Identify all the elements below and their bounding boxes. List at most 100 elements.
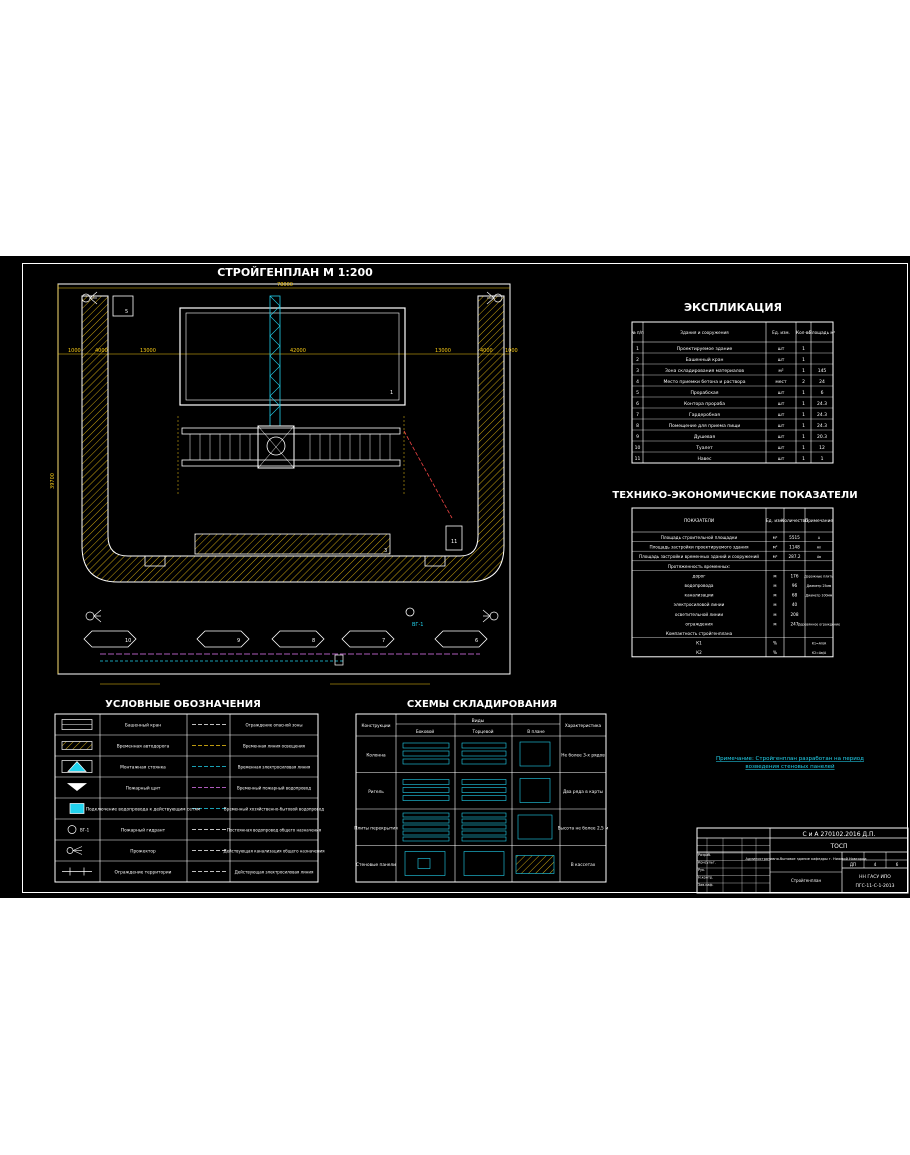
storage-title: СХЕМЫ СКЛАДИРОВАНИЯ [407, 699, 557, 710]
explication-cell: Навес [697, 456, 712, 462]
crane-rail-bottom [181, 459, 401, 467]
dim-left: 39700 [50, 473, 56, 489]
storage-construction: Стеновые панели [356, 862, 396, 868]
explication-cell: шт [778, 391, 785, 396]
explication-cell: 2 [802, 379, 805, 385]
tep-cell: Компактность стройгенплана [666, 631, 733, 636]
dim-total: 78000 [277, 282, 293, 288]
explication-cell: 1 [802, 445, 805, 451]
explication-table [631, 321, 834, 464]
explication-cell: шт [778, 347, 785, 352]
explication-cell: Зона складирования материалов [665, 368, 744, 374]
explication-cell: 1 [802, 423, 805, 429]
building-label-1: 1 [390, 390, 393, 396]
storage-header: В плане [527, 729, 545, 734]
explication-cell: 1 [802, 368, 805, 374]
tep-cell: % [773, 641, 777, 646]
explication-header: Площадь м² [809, 330, 836, 335]
tep-cell: % [773, 650, 777, 655]
tep-cell: 208 [791, 612, 799, 617]
storage-scheme-icon [402, 741, 551, 767]
hydrant-code: ВГ-1 [80, 828, 90, 833]
tep-cell: м [773, 593, 776, 598]
stamp-sheet: 4 [874, 862, 877, 867]
explication-cell: 4 [636, 379, 639, 385]
explication-header: Кол-во [796, 330, 811, 335]
concrete-receipt-2 [424, 555, 446, 567]
stamp-role: Н.контр. [698, 876, 713, 880]
dim-b: 13000 [140, 348, 156, 354]
legend-left-label: Башенный кран [125, 722, 161, 729]
explication-cell: Туалет [695, 445, 713, 451]
explication-cell: 1 [802, 434, 805, 440]
storage-scheme-icon [402, 778, 551, 803]
fire-hydrant-icon [405, 607, 415, 617]
storage-scheme-icon [404, 851, 555, 876]
explication-cell: 24.3 [817, 423, 827, 429]
tep-cell: водопровода [685, 583, 714, 588]
explication-cell: Проектируемое здание [677, 346, 733, 352]
site-fence [57, 283, 511, 675]
tep-title: ТЕХНИКО-ЭКОНОМИЧЕСКИЕ ПОКАЗАТЕЛИ [612, 490, 857, 501]
crane-pivot [266, 436, 286, 456]
legend-right-label: Временная линия освещения [243, 744, 306, 749]
water-connection-icon [69, 803, 85, 814]
crane-reach-line [403, 430, 453, 519]
dim-g: 1000 [505, 348, 518, 354]
explication-cell: Место приемки бетона и раствора [663, 379, 745, 385]
projector-icon [81, 291, 503, 623]
explication-cell: шт [778, 435, 785, 440]
explication-cell: 6 [636, 401, 639, 407]
svg-text:8: 8 [312, 638, 315, 644]
fire-shield-icon [66, 783, 88, 791]
explication-cell: 1 [802, 346, 805, 352]
explication-cell: Контора прораба [684, 401, 725, 407]
tep-cell: м [773, 573, 776, 578]
tep-cell: Ав [817, 555, 821, 559]
legend-left-label: Прожектор [130, 849, 156, 855]
tep-cell: 176 [791, 573, 799, 578]
projected-building-inner [185, 312, 400, 401]
tep-cell: Площадь застройки проектируемого здания [649, 545, 749, 550]
tep-cell: К1=Ап/А [812, 642, 827, 646]
tep-cell: осветительной линии [675, 612, 723, 617]
tep-cell: 40 [792, 602, 798, 607]
tep-cell: 287.2 [789, 554, 801, 559]
explication-cell: Гардеробная [689, 412, 720, 418]
explication-cell: 5 [636, 390, 639, 396]
tep-cell: К2=Ав/А [812, 651, 827, 655]
storage-characteristic: Два ряда в карты [563, 789, 604, 795]
legend-right-label: Действующая электросиловая линия [235, 870, 314, 875]
stamp-role: Разраб. [698, 853, 711, 857]
stamp-sheet-title: Стройгенплан [791, 878, 822, 883]
tep-cell: Площадь застройки временных зданий и соо… [639, 554, 759, 559]
explication-cell: шт [778, 402, 785, 407]
tep-cell: м [773, 612, 776, 617]
stamp-role: Рук. [698, 868, 705, 872]
crane-jib-lattice [269, 295, 281, 417]
temporary-road [81, 295, 505, 583]
explication-cell: м² [778, 369, 783, 374]
tep-cell: Диаметр 25мм [807, 584, 832, 588]
title-block: С и А 270102.2016 Д.П. ТОСП Администрати… [696, 827, 909, 894]
legend-left-label: Пожарный гидрант [121, 827, 166, 834]
crane-sleepers [189, 434, 391, 460]
fence-icon [62, 867, 92, 876]
svg-text:10: 10 [125, 638, 131, 644]
storage-zone-label: 3 [384, 548, 387, 554]
explication-cell: Прорабская [690, 390, 718, 396]
explication-cell: 20.3 [817, 434, 827, 440]
tep-cell: 96 [792, 583, 798, 588]
tep-cell: м² [773, 554, 778, 559]
dim-d: 13000 [435, 348, 451, 354]
stamp-code: С и А 270102.2016 Д.П. [803, 831, 876, 838]
explication-cell: шт [778, 413, 785, 418]
projector-icon [66, 846, 83, 855]
crane-rail-top [181, 427, 401, 435]
road-icon [61, 741, 93, 750]
explication-cell: шт [778, 446, 785, 451]
storage-characteristic: В кассетах [571, 862, 596, 868]
explication-cell: 6 [821, 390, 824, 396]
explication-cell: 24.3 [817, 412, 827, 418]
